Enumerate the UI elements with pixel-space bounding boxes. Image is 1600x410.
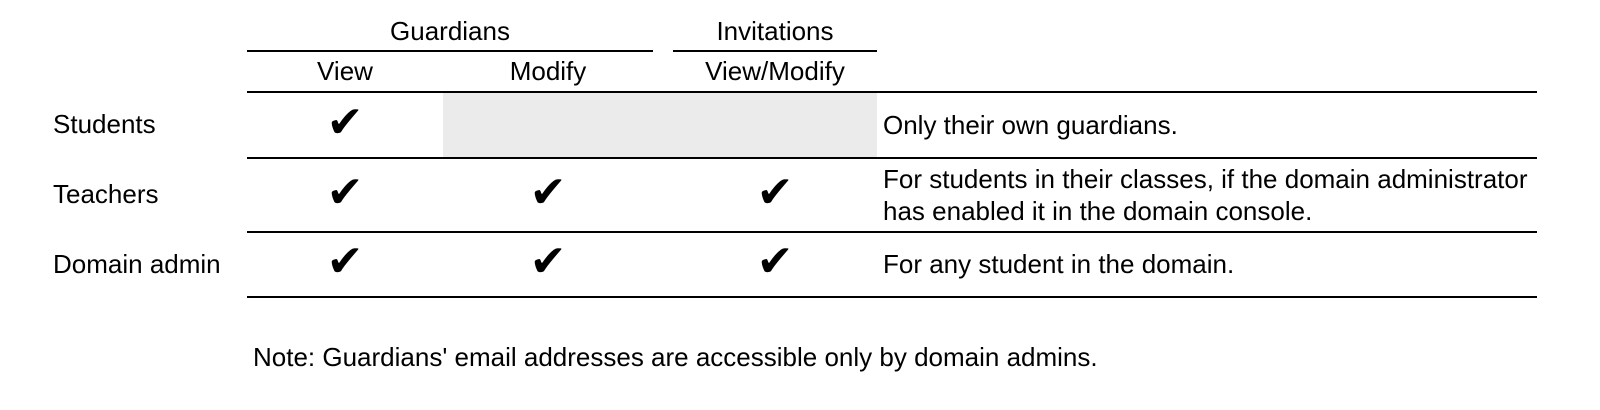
check-cell-guardians-view: ✔ xyxy=(247,158,443,231)
check-icon: ✔ xyxy=(326,97,364,147)
check-cell-guardians-modify xyxy=(443,92,653,157)
row-label: Students xyxy=(53,109,156,139)
check-icon: ✔ xyxy=(756,167,794,217)
table-row-students: Students ✔ Only their own guardians. xyxy=(0,92,1600,157)
check-icon: ✔ xyxy=(529,237,567,286)
table-rule-students-bottom xyxy=(247,157,1537,159)
check-icon: ✔ xyxy=(326,167,364,217)
footnote: Note: Guardians' email addresses are acc… xyxy=(253,341,1098,372)
check-icon: ✔ xyxy=(326,237,364,286)
table-rule-header-bottom xyxy=(247,91,1537,93)
check-cell-invitations-view-modify: ✔ xyxy=(673,232,877,296)
check-icon: ✔ xyxy=(756,237,794,286)
table-rule-teachers-bottom xyxy=(247,231,1537,233)
check-icon: ✔ xyxy=(529,167,567,217)
column-group-invitations: Invitations xyxy=(673,12,877,52)
column-header-view: View xyxy=(317,56,373,86)
column-header-modify: Modify xyxy=(509,56,587,86)
check-cell-guardians-view: ✔ xyxy=(247,232,443,296)
table-row-domain-admin: Domain admin ✔ ✔ ✔ For any student in th… xyxy=(0,232,1600,296)
column-header-view-modify: View/Modify xyxy=(705,56,845,86)
row-note: Only their own guardians. xyxy=(883,109,1178,140)
row-note: For students in their classes, if the do… xyxy=(883,163,1528,226)
row-label: Domain admin xyxy=(53,248,221,279)
column-group-guardians: Guardians xyxy=(247,12,653,52)
check-cell-invitations-view-modify xyxy=(673,92,877,157)
row-note: For any student in the domain. xyxy=(883,249,1235,279)
check-cell-guardians-view: ✔ xyxy=(247,92,443,157)
check-cell-guardians-modify: ✔ xyxy=(443,232,653,296)
check-cell-guardians-modify: ✔ xyxy=(443,158,653,231)
table-row-teachers: Teachers ✔ ✔ ✔ For students in their cla… xyxy=(0,158,1600,231)
check-cell-invitations-view-modify: ✔ xyxy=(673,158,877,231)
table-rule-admin-bottom xyxy=(247,296,1537,298)
row-label: Teachers xyxy=(53,179,159,209)
disabled-cells-region xyxy=(443,93,877,157)
